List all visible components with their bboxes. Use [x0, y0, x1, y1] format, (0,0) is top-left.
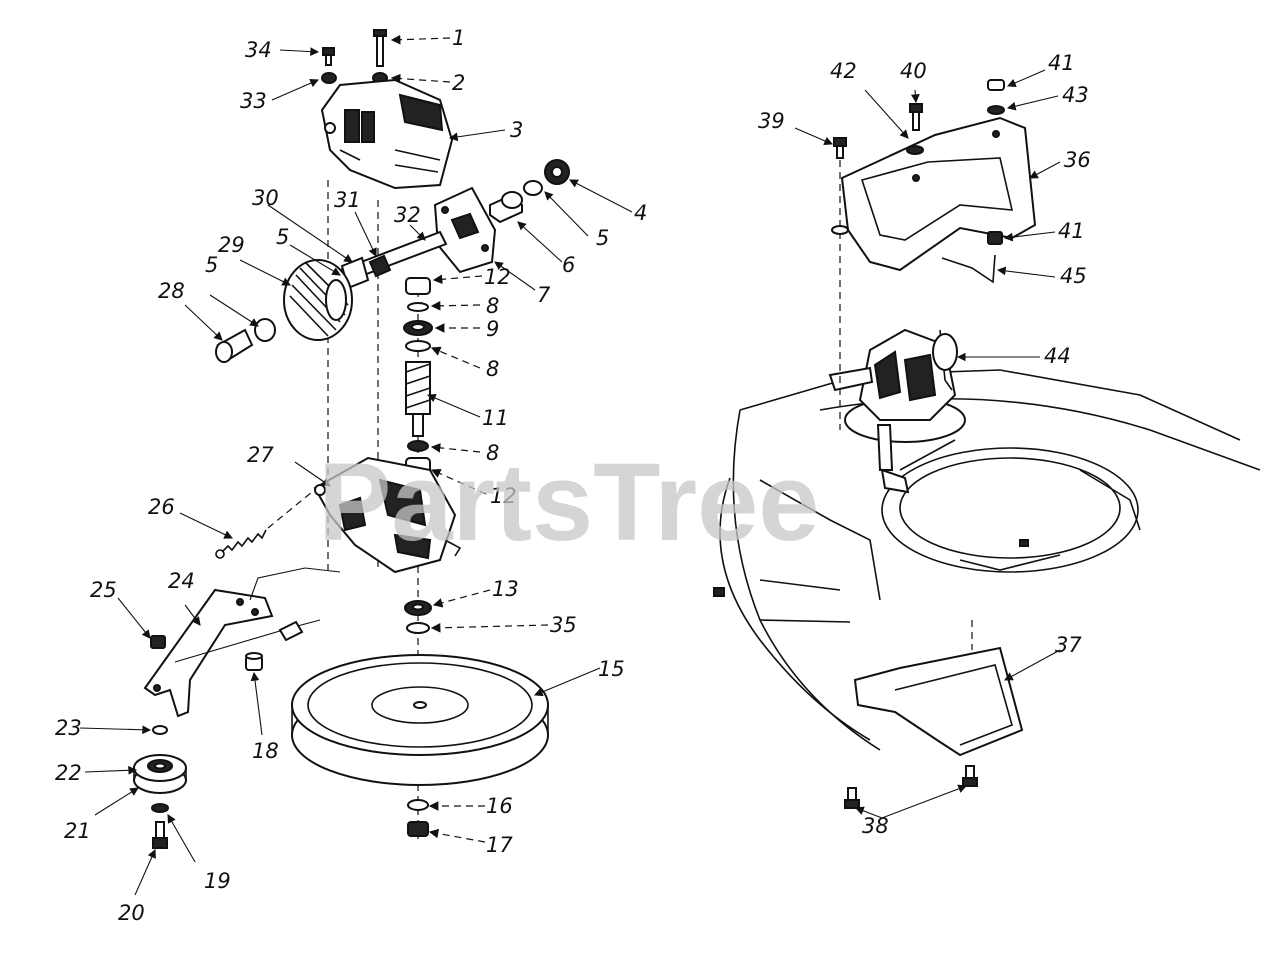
nut-part-12-top — [405, 277, 431, 295]
callout-9: 9 — [486, 317, 499, 341]
cable-end — [278, 620, 304, 642]
washer-part-35 — [406, 622, 430, 634]
callout-labels: 1 2 3 4 5 5 5 6 7 8 8 8 9 11 12 12 13 15… — [55, 26, 1091, 925]
bearing-part-22 — [147, 759, 173, 773]
bearing-part-9 — [403, 320, 433, 336]
callout-15: 15 — [598, 657, 625, 681]
worm-gear-part-11 — [405, 361, 431, 437]
lower-housing-part-27 — [313, 456, 462, 574]
callout-13: 13 — [492, 577, 519, 601]
callout-8-middle: 8 — [486, 357, 499, 381]
washer-part-5-left — [254, 318, 276, 342]
bushing-part-6 — [489, 191, 523, 224]
washer-part-8-middle — [405, 340, 431, 352]
rod-part-45 — [941, 254, 996, 284]
nut-part-18 — [245, 652, 263, 671]
callout-28: 28 — [158, 279, 185, 303]
bolt-part-20 — [152, 821, 168, 849]
leader-lines — [79, 34, 1061, 896]
callout-8-upper: 8 — [486, 294, 499, 318]
watermark-text: PartsTree — [318, 441, 819, 564]
deflector-part-37 — [853, 620, 1024, 757]
callout-35: 35 — [550, 613, 577, 637]
callout-1: 1 — [452, 26, 465, 50]
callout-11: 11 — [482, 406, 509, 430]
callout-44: 44 — [1044, 344, 1071, 368]
callout-39: 39 — [758, 109, 785, 133]
callout-24: 24 — [168, 569, 195, 593]
callout-38: 38 — [862, 814, 889, 838]
callout-7: 7 — [537, 283, 551, 307]
washer-part-43 — [987, 105, 1005, 115]
callout-3: 3 — [510, 118, 523, 142]
washer-part-19 — [151, 803, 169, 813]
spring-part-26 — [215, 491, 313, 559]
callout-25: 25 — [90, 578, 117, 602]
bolt-part-39 — [833, 137, 847, 159]
callout-29: 29 — [218, 233, 245, 257]
callout-34: 34 — [245, 38, 272, 62]
callout-31: 31 — [334, 188, 361, 212]
washer-part-5-right — [523, 180, 543, 196]
nut-part-25 — [150, 635, 166, 649]
nut-part-17 — [407, 821, 429, 837]
washer-part-23 — [152, 725, 168, 735]
callout-5-left: 5 — [205, 253, 218, 277]
callout-5-top: 5 — [276, 225, 289, 249]
engine-part-44 — [828, 328, 966, 494]
screw-part-34 — [322, 47, 335, 66]
callout-41-top: 41 — [1048, 51, 1075, 75]
bolt-part-38-left — [844, 787, 860, 809]
mounting-plate-part-7 — [433, 186, 497, 274]
washer-part-39-lower — [831, 225, 849, 235]
nut-part-41-top — [987, 79, 1005, 91]
bolt-part-1 — [373, 29, 387, 67]
gear-housing-cover-part-3 — [320, 78, 454, 190]
washer-part-42 — [906, 145, 924, 155]
washer-part-8-upper — [407, 302, 429, 312]
shroud-part-36 — [840, 116, 1037, 272]
pulley-part-15 — [291, 654, 549, 786]
callout-42: 42 — [830, 59, 857, 83]
callout-33: 33 — [240, 89, 267, 113]
callout-26: 26 — [148, 495, 175, 519]
callout-45: 45 — [1060, 264, 1087, 288]
callout-40: 40 — [900, 59, 927, 83]
callout-23: 23 — [55, 716, 82, 740]
washer-part-16 — [407, 799, 429, 811]
bolt-part-38-right — [962, 765, 978, 787]
callout-12-top: 12 — [484, 265, 511, 289]
washer-part-33 — [321, 72, 337, 84]
callout-4: 4 — [634, 201, 647, 225]
callout-16: 16 — [486, 794, 513, 818]
callout-21: 21 — [64, 819, 91, 843]
callout-17: 17 — [486, 833, 513, 857]
callout-12-bottom: 12 — [490, 484, 517, 508]
callout-27: 27 — [247, 443, 274, 467]
callout-41-side: 41 — [1058, 219, 1085, 243]
nut-part-41-side — [987, 231, 1003, 245]
sprocket-part-4 — [544, 159, 570, 185]
callout-43: 43 — [1062, 83, 1089, 107]
washer-part-8-lower — [407, 440, 429, 452]
callout-5-right: 5 — [596, 226, 609, 250]
callout-32: 32 — [394, 203, 421, 227]
callout-6: 6 — [562, 253, 575, 277]
callout-37: 37 — [1055, 633, 1082, 657]
bearing-part-13 — [404, 600, 432, 616]
callout-20: 20 — [118, 901, 145, 925]
callout-2: 2 — [452, 71, 465, 95]
callout-22: 22 — [55, 761, 82, 785]
callout-36: 36 — [1064, 148, 1091, 172]
bolt-part-40 — [909, 103, 923, 131]
callout-19: 19 — [204, 869, 231, 893]
callout-8-lower: 8 — [486, 441, 499, 465]
bushing-part-28 — [215, 328, 254, 363]
bevel-gear-part-29 — [283, 259, 353, 341]
idler-bracket-part-24 — [143, 588, 274, 718]
callout-30: 30 — [252, 186, 279, 210]
callout-18: 18 — [252, 739, 279, 763]
